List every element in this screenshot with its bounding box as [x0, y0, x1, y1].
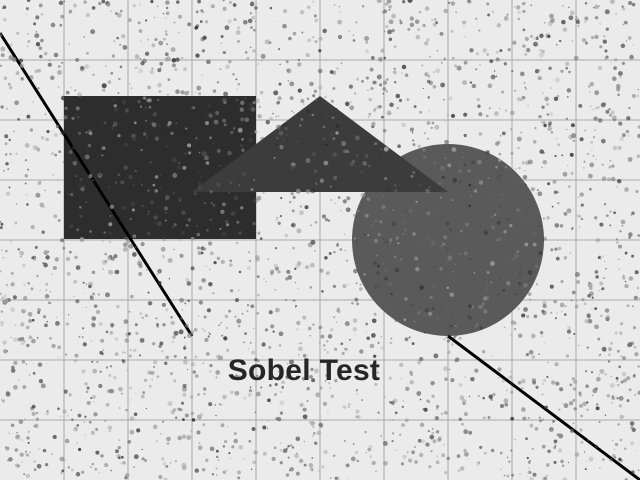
gray-triangle — [192, 96, 448, 192]
diagonal-line-bottom-right — [447, 334, 640, 480]
image-caption: Sobel Test — [227, 354, 381, 387]
dark-rectangle — [64, 96, 256, 239]
diagonal-line-top-left — [0, 32, 194, 337]
